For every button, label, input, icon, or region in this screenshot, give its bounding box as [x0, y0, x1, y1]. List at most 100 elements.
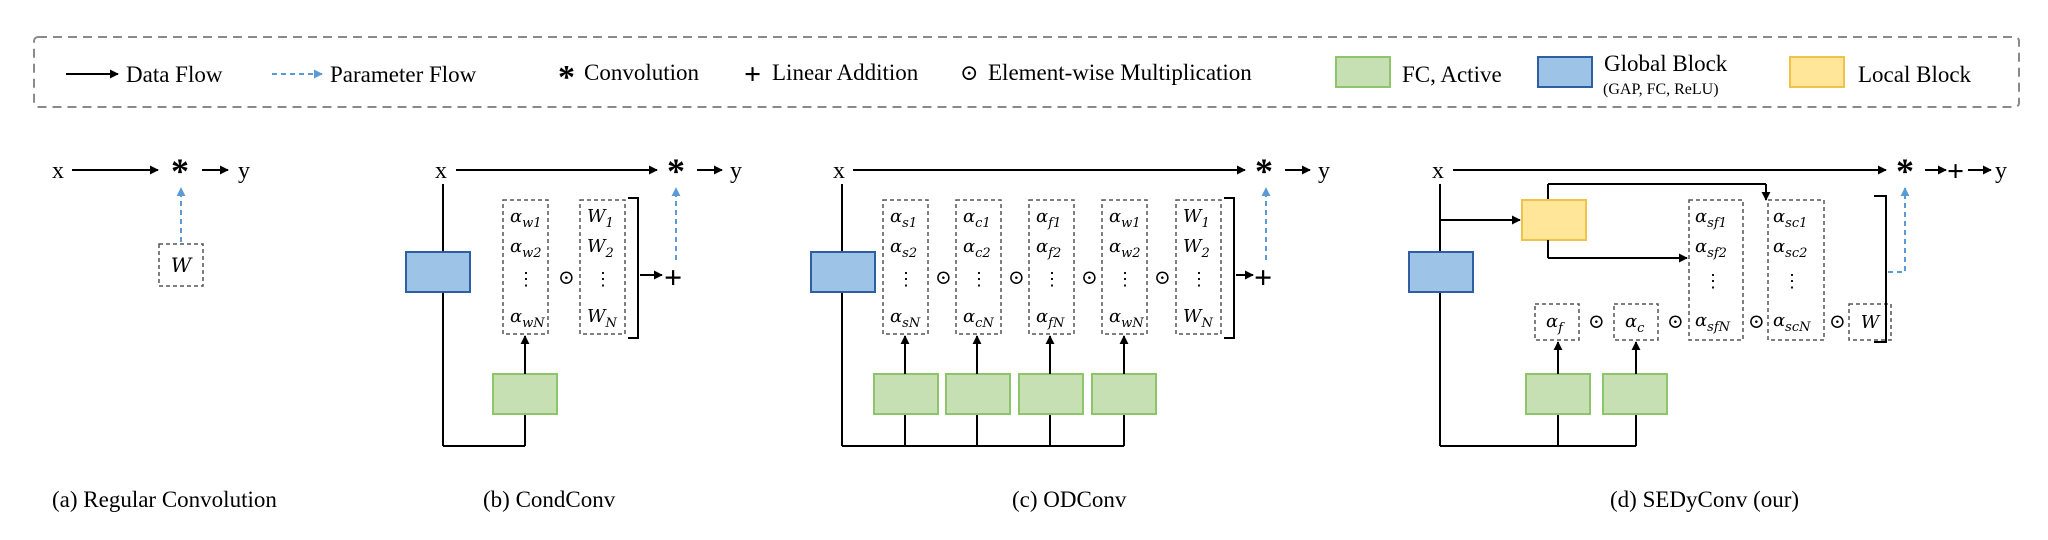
weight-vector: W1 W2 ⋮ WN — [579, 199, 626, 335]
parameter-flow-label: Parameter Flow — [330, 62, 477, 87]
alpha-f2: αf2 — [1036, 236, 1061, 261]
linear-addition-op: + — [1254, 259, 1272, 295]
caption-sedyconv: (d) SEDyConv (our) — [1610, 487, 1799, 512]
convolution-label: Convolution — [584, 60, 700, 85]
global-block-swatch — [1537, 56, 1593, 88]
fc-active-label: FC, Active — [1402, 62, 1502, 87]
dashed-box — [1688, 199, 1744, 341]
global-block-label: Global Block — [1604, 51, 1728, 76]
caption-condconv: (b) CondConv — [483, 487, 616, 512]
legend-border — [33, 36, 2020, 108]
fc-active-block — [1525, 373, 1591, 415]
local-block — [1521, 199, 1587, 241]
panel-sedyconv: x * + y αf ⊙ αc — [1408, 151, 2007, 512]
vdots: ⋮ — [897, 269, 915, 289]
alpha-wN: αwN — [1109, 306, 1144, 331]
dashed-box — [1175, 199, 1222, 335]
weight-box — [1848, 303, 1892, 341]
alpha-s1: αs1 — [890, 206, 917, 231]
element-wise-op: ⊙ — [1154, 267, 1171, 289]
alpha-f1: αf1 — [1036, 206, 1061, 231]
alpha-c: αc — [1625, 311, 1645, 336]
attention-vector-alpha-c: αc1 αc2 ⋮ αcN — [955, 199, 1002, 335]
dashed-box — [1101, 199, 1148, 335]
convolution-op: * — [1255, 151, 1273, 191]
element-wise-op: ⊙ — [1588, 311, 1605, 333]
alpha-fN: αfN — [1036, 306, 1065, 331]
input-x: x — [435, 158, 447, 184]
bracket — [1224, 197, 1235, 339]
alpha-cN: αcN — [963, 306, 994, 331]
attention-vector-alpha-s: αs1 αs2 ⋮ αsN — [882, 199, 929, 335]
attention-vector-alpha-f: αf1 αf2 ⋮ αfN — [1028, 199, 1075, 335]
vdots: ⋮ — [1704, 271, 1722, 291]
weight-N: WN — [587, 306, 618, 331]
alpha-s2: αs2 — [890, 236, 917, 261]
fc-active-block — [873, 373, 939, 415]
alpha-sN: αsN — [890, 306, 921, 331]
panel-odconv: x * y αs1 αs2 ⋮ αsN ⊙ αc1 — [810, 151, 1330, 512]
vdots: ⋮ — [1783, 271, 1801, 291]
panel-condconv: x * y αw1 αw2 ⋮ αwN ⊙ W1 W2 ⋮ WN — [405, 151, 742, 512]
element-wise-label: Element-wise Multiplication — [988, 60, 1252, 85]
linear-addition-symbol: + — [744, 58, 761, 91]
dashed-box — [955, 199, 1002, 335]
input-x: x — [52, 158, 64, 184]
vdots: ⋮ — [1116, 269, 1134, 289]
local-block-swatch — [1789, 56, 1845, 88]
alpha-c1: αc1 — [963, 206, 991, 231]
linear-addition-label: Linear Addition — [772, 60, 919, 85]
alpha-sfN: αsfN — [1695, 310, 1731, 335]
alpha-wN: αwN — [510, 306, 545, 331]
dashed-box — [1028, 199, 1075, 335]
input-x: x — [833, 158, 845, 184]
attention-vector-alpha-w: αw1 αw2 ⋮ αwN — [502, 199, 549, 335]
alpha-sf1: αsf1 — [1695, 206, 1727, 231]
alpha-w2: αw2 — [1109, 236, 1141, 261]
weight-1: W1 — [587, 206, 614, 231]
weight-box — [158, 243, 204, 287]
weight-2: W2 — [587, 236, 614, 261]
element-wise-op: ⊙ — [1829, 311, 1846, 333]
parameter-flow-arrow — [1888, 187, 1910, 273]
element-wise-op: ⊙ — [558, 267, 575, 289]
vdots: ⋮ — [517, 269, 535, 289]
global-block-sublabel: (GAP, FC, ReLU) — [1603, 81, 1719, 98]
fc-active-block — [1091, 373, 1157, 415]
weight-N: WN — [1183, 306, 1214, 331]
attention-vector-alpha-sf: αsf1 αsf2 ⋮ αsfN — [1688, 199, 1744, 341]
element-wise-symbol: ⊙ — [960, 60, 978, 85]
vdots: ⋮ — [970, 269, 988, 289]
fc-active-block — [1018, 373, 1084, 415]
linear-addition-op: + — [1947, 155, 1964, 188]
fc-active-block — [945, 373, 1011, 415]
convolution-op: * — [171, 151, 189, 191]
convolution-op: * — [1896, 151, 1914, 191]
convolution-symbol: * — [558, 59, 575, 96]
local-block-label: Local Block — [1858, 62, 1972, 87]
output-y: y — [730, 158, 742, 184]
weight-1: W1 — [1183, 206, 1210, 231]
global-block — [405, 251, 471, 293]
caption-regular-convolution: (a) Regular Convolution — [52, 487, 277, 512]
dashed-box — [1613, 303, 1659, 341]
element-wise-op: ⊙ — [1667, 311, 1684, 333]
panel-regular-convolution: x * y W (a) Regular Convolution — [52, 151, 277, 512]
weight-2: W2 — [1183, 236, 1210, 261]
alpha-c2: αc2 — [963, 236, 991, 261]
vdots: ⋮ — [1043, 269, 1061, 289]
fc-active-block — [492, 373, 558, 415]
caption-odconv: (c) ODConv — [1012, 487, 1127, 512]
bracket — [628, 197, 639, 339]
weight-label: W — [171, 253, 193, 277]
output-y: y — [1995, 158, 2007, 184]
vdots: ⋮ — [1190, 269, 1208, 289]
weight-vector: W1 W2 ⋮ WN — [1175, 199, 1222, 335]
alpha-f: αf — [1546, 311, 1565, 336]
alpha-w2: αw2 — [510, 236, 542, 261]
fc-active-swatch — [1335, 56, 1391, 88]
attention-vector-alpha-sc: αsc1 αsc2 ⋮ αscN — [1767, 199, 1825, 341]
attention-alpha-c: αc — [1613, 303, 1659, 341]
fc-active-block — [1602, 373, 1668, 415]
